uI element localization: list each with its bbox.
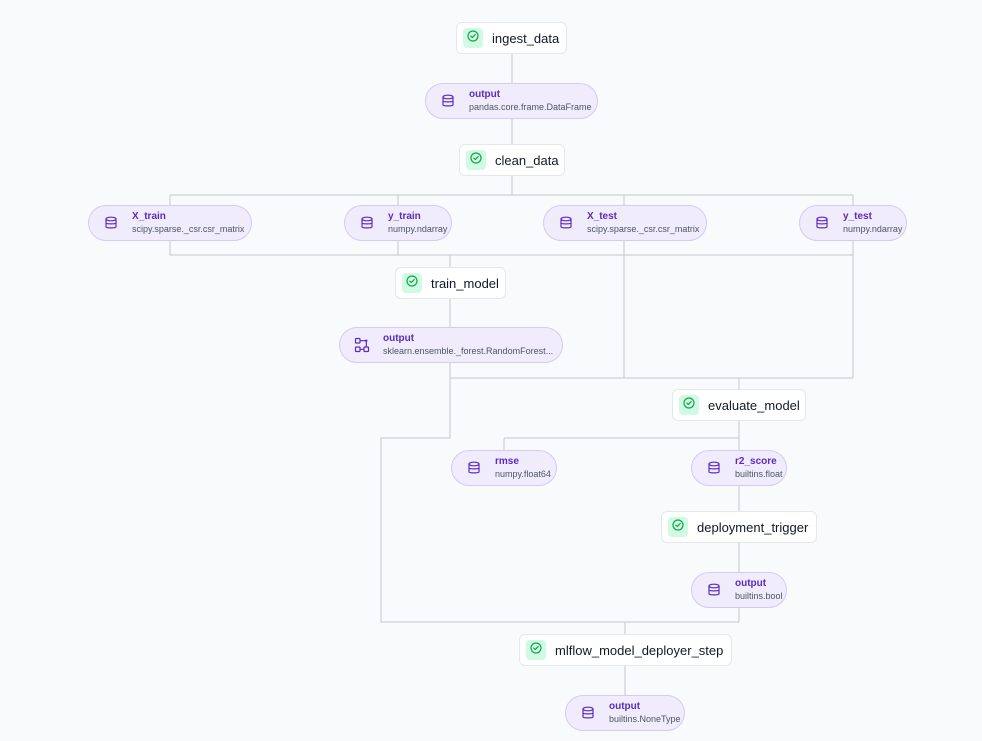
database-icon (704, 461, 724, 475)
dag-edge (449, 255, 854, 389)
artifact-node-deployer-output[interactable]: output builtins.NoneType (565, 695, 685, 731)
check-icon (467, 29, 479, 47)
step-status-completed (402, 273, 422, 293)
artifact-node-trigger-output[interactable]: output builtins.bool (691, 572, 787, 608)
artifact-type: builtins.NoneType (609, 714, 681, 724)
step-node-mlflow-model-deployer-step[interactable]: mlflow_model_deployer_step (519, 634, 732, 666)
step-node-ingest-data[interactable]: ingest_data (456, 22, 567, 54)
step-label: clean_data (495, 152, 559, 168)
check-icon (406, 274, 418, 292)
database-icon (101, 216, 121, 230)
artifact-name: y_train (388, 211, 421, 222)
artifact-type: numpy.float64 (495, 469, 551, 479)
check-icon (470, 151, 482, 169)
model-icon (352, 337, 372, 353)
database-icon (438, 94, 458, 108)
artifact-type: scipy.sparse._csr.csr_matrix (587, 224, 700, 234)
step-label: deployment_trigger (697, 519, 809, 535)
artifact-name: y_test (843, 211, 872, 222)
dag-edge (169, 241, 854, 267)
artifact-name: output (735, 578, 767, 589)
step-node-clean-data[interactable]: clean_data (459, 144, 565, 176)
database-icon (357, 216, 377, 230)
artifact-type: builtins.bool (735, 591, 783, 601)
step-label: evaluate_model (708, 397, 800, 413)
step-node-evaluate-model[interactable]: evaluate_model (672, 389, 806, 421)
database-icon (812, 216, 832, 230)
database-icon (578, 706, 598, 720)
step-label: mlflow_model_deployer_step (555, 642, 724, 658)
artifact-node-rmse[interactable]: rmse numpy.float64 (451, 450, 557, 486)
dag-edge (169, 176, 854, 205)
check-icon (530, 641, 542, 659)
artifact-node-r2-score[interactable]: r2_score builtins.float (691, 450, 787, 486)
artifact-name: output (469, 89, 501, 100)
step-status-completed (463, 28, 483, 48)
artifact-name: r2_score (735, 456, 777, 467)
artifact-node-x-test[interactable]: X_test scipy.sparse._csr.csr_matrix (543, 205, 707, 241)
artifact-name: rmse (495, 456, 519, 467)
artifact-type: numpy.ndarray (843, 224, 903, 234)
check-icon (672, 518, 684, 536)
step-status-completed (526, 640, 546, 660)
step-label: ingest_data (492, 30, 560, 46)
step-label: train_model (431, 275, 499, 291)
artifact-type: builtins.float (735, 469, 783, 479)
step-node-train-model[interactable]: train_model (395, 267, 506, 299)
artifact-type: scipy.sparse._csr.csr_matrix (132, 224, 245, 234)
artifact-name: X_train (132, 211, 166, 222)
artifact-name: output (609, 701, 641, 712)
artifact-name: output (383, 333, 415, 344)
step-status-completed (466, 150, 486, 170)
step-status-completed (679, 395, 699, 415)
artifact-node-x-train[interactable]: X_train scipy.sparse._csr.csr_matrix (88, 205, 252, 241)
artifact-node-ingest-output[interactable]: output pandas.core.frame.DataFrame (425, 83, 598, 119)
artifact-node-y-train[interactable]: y_train numpy.ndarray (344, 205, 452, 241)
database-icon (556, 216, 576, 230)
step-node-deployment-trigger[interactable]: deployment_trigger (661, 511, 817, 543)
artifact-type: sklearn.ensemble._forest.RandomForest... (383, 346, 554, 356)
database-icon (704, 583, 724, 597)
database-icon (464, 461, 484, 475)
artifact-type: numpy.ndarray (388, 224, 448, 234)
dag-edge (380, 378, 740, 634)
artifact-name: X_test (587, 211, 618, 222)
artifact-node-model-output[interactable]: output sklearn.ensemble._forest.RandomFor… (339, 327, 563, 363)
dag-edge (503, 421, 740, 450)
step-status-completed (668, 517, 688, 537)
artifact-type: pandas.core.frame.DataFrame (469, 102, 592, 112)
artifact-node-y-test[interactable]: y_test numpy.ndarray (799, 205, 907, 241)
check-icon (683, 396, 695, 414)
